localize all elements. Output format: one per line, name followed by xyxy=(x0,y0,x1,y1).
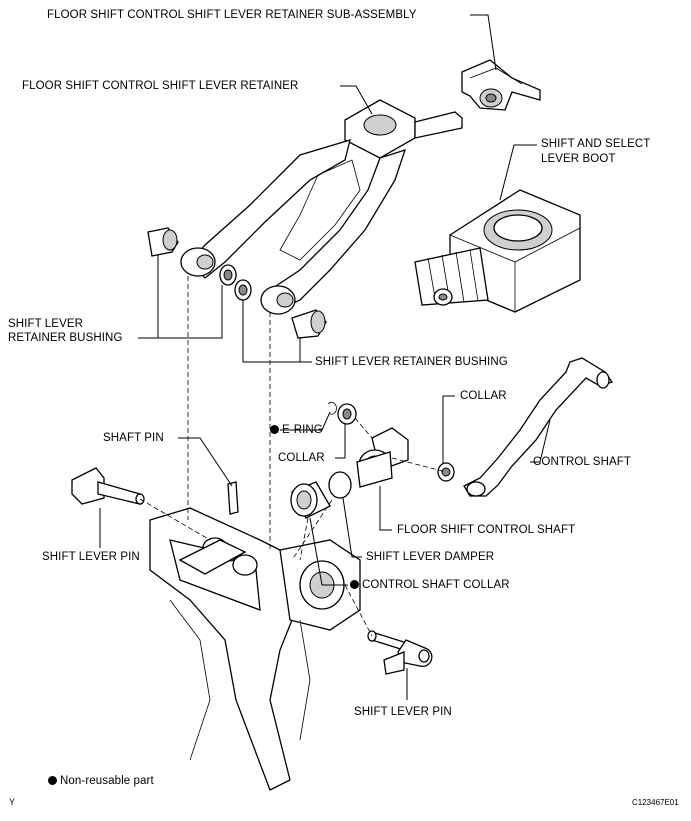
label-shift-lever-damper: SHIFT LEVER DAMPER xyxy=(366,551,495,563)
collar-right-part xyxy=(437,462,455,482)
label-collar-left: COLLAR xyxy=(278,452,325,464)
shift-lever-pin-bottom-part xyxy=(367,630,433,675)
floor-shift-control-shaft-part xyxy=(356,427,409,488)
bushing-left-part xyxy=(147,227,179,257)
washer-right-part xyxy=(234,279,252,301)
figure-code: C123467E01 xyxy=(632,798,679,807)
legend-text: Non-reusable part xyxy=(60,775,154,787)
label-bushing-left-line1: SHIFT LEVER xyxy=(8,318,84,330)
label-bushing-left-line2: RETAINER BUSHING xyxy=(8,332,123,344)
label-control-shaft-collar: CONTROL SHAFT COLLAR xyxy=(350,579,510,592)
transmission-housing-part xyxy=(149,507,361,791)
control-shaft-collar-text: CONTROL SHAFT COLLAR xyxy=(362,579,510,591)
label-retainer: FLOOR SHIFT CONTROL SHIFT LEVER RETAINER xyxy=(22,80,299,92)
retainer-arm-part xyxy=(180,99,463,315)
lever-boot-part xyxy=(414,189,581,313)
control-shaft-collar-part xyxy=(290,481,331,519)
bushing-right-part xyxy=(291,309,327,339)
non-reusable-dot xyxy=(350,580,359,589)
non-reusable-dot xyxy=(270,425,279,434)
e-ring-text: E-RING xyxy=(282,424,323,436)
shift-lever-damper-part xyxy=(328,471,352,499)
label-control-shaft: CONTROL SHAFT xyxy=(533,456,631,468)
label-e-ring: E-RING xyxy=(270,424,323,437)
label-shift-lever-pin-bottom: SHIFT LEVER PIN xyxy=(354,706,452,718)
label-collar-right: COLLAR xyxy=(460,390,507,402)
washer-left-part xyxy=(219,264,237,286)
shaft-pin-part xyxy=(227,481,239,515)
shift-lever-pin-left-part xyxy=(71,467,145,505)
corner-code: Y xyxy=(9,797,16,807)
label-boot-line2: LEVER BOOT xyxy=(541,153,616,165)
label-retainer-subassembly: FLOOR SHIFT CONTROL SHIFT LEVER RETAINER… xyxy=(47,9,417,21)
retainer-subassembly-part xyxy=(461,59,541,111)
label-bushing-right: SHIFT LEVER RETAINER BUSHING xyxy=(315,356,508,368)
label-shift-lever-pin-left: SHIFT LEVER PIN xyxy=(42,551,140,563)
collar-left-part xyxy=(337,403,357,425)
label-floor-shift-control-shaft: FLOOR SHIFT CONTROL SHAFT xyxy=(397,524,576,536)
legend: Non-reusable part xyxy=(48,775,154,788)
e-ring-part xyxy=(327,401,337,415)
label-shaft-pin: SHAFT PIN xyxy=(103,432,164,444)
label-boot-line1: SHIFT AND SELECT xyxy=(541,138,651,150)
legend-dot xyxy=(48,776,57,785)
control-shaft-part xyxy=(463,357,614,497)
